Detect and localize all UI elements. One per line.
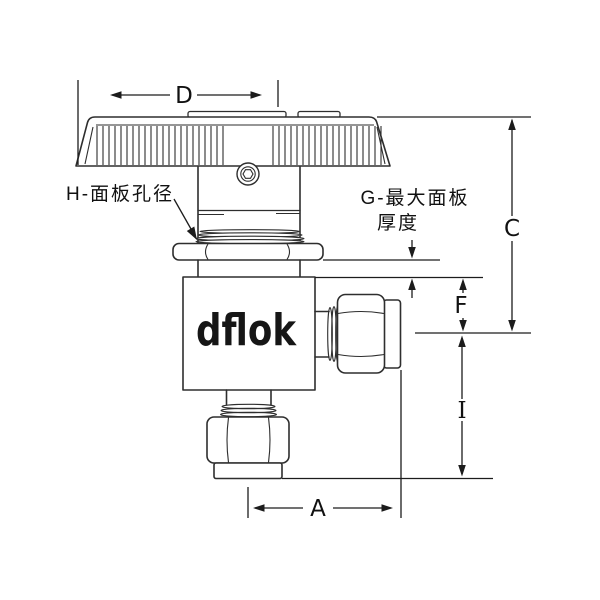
side-tube-end-cap — [382, 299, 402, 369]
bonnet-line-lower — [198, 212, 300, 216]
f-label: F — [454, 293, 467, 319]
valve-body: dflok — [182, 276, 316, 391]
i-arrowhead-down — [458, 465, 466, 477]
panel-nut — [172, 242, 324, 261]
knob-outline — [75, 116, 391, 167]
bottom-hex-nut-facets — [226, 417, 271, 463]
a-label: A — [310, 496, 326, 522]
side-thread-ring-2 — [331, 305, 337, 363]
handle-screw-outer — [236, 162, 260, 186]
stem-sides — [197, 166, 301, 244]
h-arrowhead — [186, 226, 197, 240]
side-port-fitting — [314, 293, 402, 374]
side-port-neck — [314, 310, 330, 358]
g-label-line1: G-最大面板 — [360, 187, 469, 209]
bottom-port-neck — [225, 389, 272, 406]
f-arrowhead-up — [459, 278, 467, 290]
c-arrowhead-up — [508, 118, 516, 130]
c-label: C — [504, 216, 520, 242]
dimension-i: I — [457, 335, 467, 477]
panel-mount-hardware — [172, 229, 324, 278]
dimension-g: G-最大面板 厚度 — [315, 187, 483, 298]
a-arrowhead-left — [253, 504, 265, 512]
dimension-c: C — [377, 116, 531, 334]
panel-nut-facets — [204, 243, 291, 260]
neck-below-nut — [197, 259, 301, 278]
d-arrowhead-left — [110, 91, 122, 99]
i-arrowhead-up — [458, 335, 466, 347]
d-label: D — [175, 83, 193, 109]
side-thread-ring-1 — [327, 306, 333, 362]
h-leader-line — [173, 198, 192, 230]
side-hex-nut-facets — [337, 310, 385, 358]
c-arrowhead-down — [508, 320, 516, 332]
handle-knob — [75, 110, 391, 167]
dimension-h: H-面板孔径 — [66, 183, 197, 240]
dimension-a: A — [247, 370, 493, 522]
g-arrowhead-up — [408, 278, 416, 290]
d-arrowhead-right — [250, 91, 262, 99]
a-arrowhead-right — [381, 504, 393, 512]
knurling-right-band — [272, 126, 382, 165]
handle-screw-inner — [240, 166, 256, 182]
body-rect — [182, 276, 316, 391]
h-label: H-面板孔径 — [66, 183, 174, 205]
i-label: I — [457, 398, 466, 424]
g-label-line2: 厚度 — [377, 212, 419, 234]
f-arrowhead-down — [459, 320, 467, 332]
side-hex-nut — [336, 293, 386, 374]
hex-socket-icon — [242, 169, 254, 179]
brand-logo: dflok — [196, 305, 297, 356]
bottom-hex-nut — [206, 416, 290, 464]
knurling-left-band — [96, 126, 224, 165]
bonnet-stem — [197, 162, 301, 244]
bottom-port-fitting — [206, 389, 290, 480]
bottom-tube-end-cap — [213, 462, 283, 480]
g-arrowhead-down — [408, 247, 416, 259]
dimension-d: D — [77, 80, 279, 165]
dimension-f: F — [454, 278, 468, 332]
